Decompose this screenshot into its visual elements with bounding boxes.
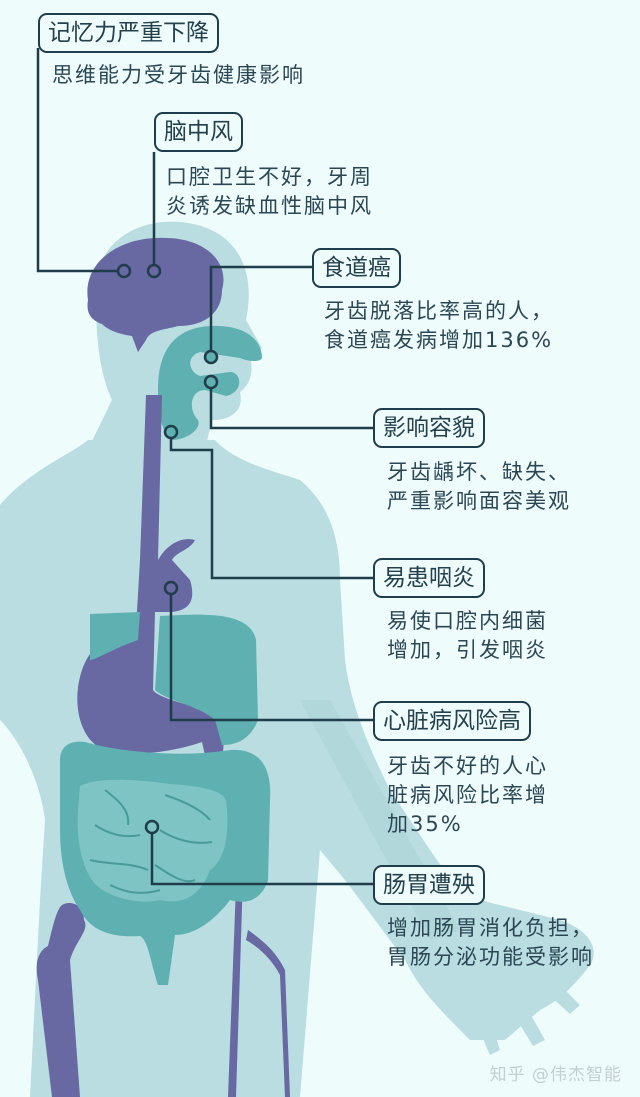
callout-desc-pharyngitis: 易使口腔内细菌 增加，引发咽炎 xyxy=(387,607,548,665)
node-gastrointestinal xyxy=(144,819,160,835)
desc-line: 牙齿龋坏、缺失、 xyxy=(387,460,571,484)
callout-title-gastrointestinal: 肠胃遭殃 xyxy=(373,865,485,905)
node-pharyngitis xyxy=(163,424,179,440)
desc-line: 脏病风险比率增 xyxy=(387,783,548,807)
desc-line: 炎诱发缺血性脑中风 xyxy=(166,194,373,218)
node-heart-disease xyxy=(163,580,179,596)
callout-desc-memory: 思维能力受牙齿健康影响 xyxy=(52,61,305,90)
desc-line: 食道癌发病增加136% xyxy=(324,328,554,352)
desc-line: 加35% xyxy=(387,812,463,836)
node-memory xyxy=(116,263,132,279)
callout-title-stroke: 脑中风 xyxy=(154,112,243,152)
node-stroke xyxy=(146,263,162,279)
desc-line: 思维能力受牙齿健康影响 xyxy=(52,63,305,87)
desc-line: 严重影响面容美观 xyxy=(387,489,571,513)
connector-nodes xyxy=(116,263,219,835)
callout-title-esophageal-cancer: 食道癌 xyxy=(312,248,401,288)
node-esophageal-cancer xyxy=(203,349,219,365)
callout-desc-stroke: 口腔卫生不好，牙周 炎诱发缺血性脑中风 xyxy=(166,163,373,221)
desc-line: 增加，引发咽炎 xyxy=(387,638,548,662)
callout-title-appearance: 影响容貌 xyxy=(373,408,485,448)
callout-title-pharyngitis: 易患咽炎 xyxy=(373,558,485,598)
desc-line: 牙齿脱落比率高的人， xyxy=(324,299,554,323)
callout-desc-esophageal-cancer: 牙齿脱落比率高的人， 食道癌发病增加136% xyxy=(324,297,554,355)
node-appearance xyxy=(203,374,219,390)
liver xyxy=(90,612,258,745)
desc-line: 增加肠胃消化负担， xyxy=(387,916,594,940)
desc-line: 牙齿不好的人心 xyxy=(387,754,548,778)
connector-lines xyxy=(36,48,373,886)
callout-desc-gastrointestinal: 增加肠胃消化负担， 胃肠分泌功能受影响 xyxy=(387,914,594,972)
desc-line: 胃肠分泌功能受影响 xyxy=(387,945,594,969)
callout-title-memory: 记忆力严重下降 xyxy=(38,13,219,53)
watermark: 知乎 @伟杰智能 xyxy=(489,1065,622,1085)
callout-desc-heart-disease: 牙齿不好的人心 脏病风险比率增 加35% xyxy=(387,752,548,839)
desc-line: 易使口腔内细菌 xyxy=(387,609,548,633)
callout-title-heart-disease: 心脏病风险高 xyxy=(373,701,531,741)
desc-line: 口腔卫生不好，牙周 xyxy=(166,165,373,189)
callout-desc-appearance: 牙齿龋坏、缺失、 严重影响面容美观 xyxy=(387,458,571,516)
